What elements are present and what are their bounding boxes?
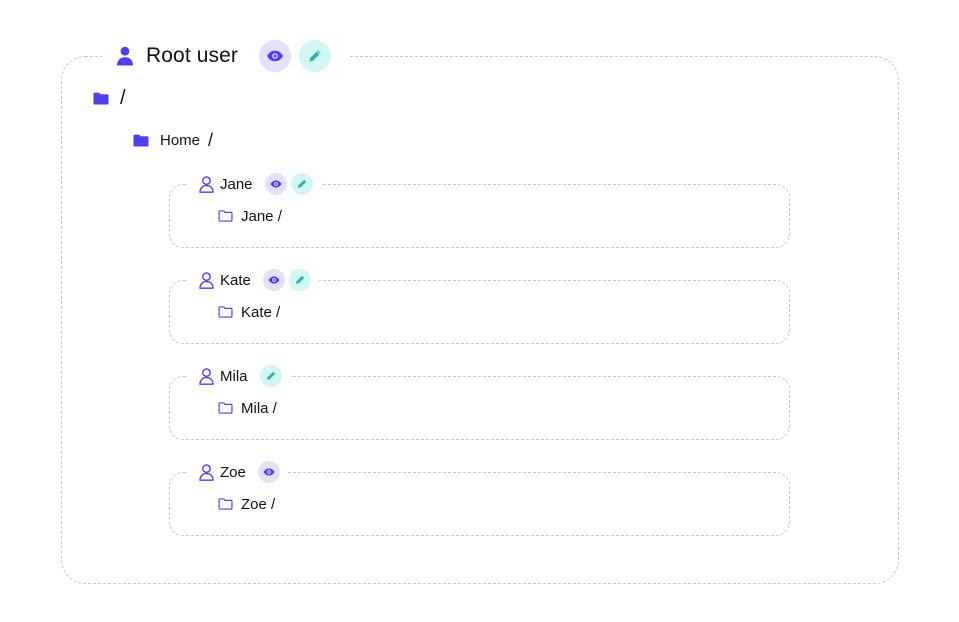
user-header: Mila bbox=[187, 364, 290, 388]
user-name: Jane bbox=[220, 175, 253, 193]
folder-solid-icon bbox=[133, 134, 149, 147]
user-folder-row[interactable]: Mila / bbox=[218, 398, 277, 418]
eye-icon bbox=[263, 468, 275, 476]
user-folder-label: Mila / bbox=[241, 399, 277, 417]
home-folder-row[interactable]: Home / bbox=[133, 128, 213, 152]
edit-permission-badge[interactable] bbox=[290, 173, 313, 195]
view-permission-badge[interactable] bbox=[257, 461, 280, 483]
user-header: Jane bbox=[187, 172, 321, 196]
user-outline-icon bbox=[199, 367, 214, 385]
user-outline-icon bbox=[199, 271, 214, 289]
pencil-icon bbox=[297, 179, 307, 189]
user-header: Zoe bbox=[187, 460, 288, 484]
folder-outline-icon bbox=[218, 498, 233, 510]
pencil-icon bbox=[308, 49, 322, 63]
view-permission-badge[interactable] bbox=[258, 40, 291, 72]
home-path-separator: / bbox=[208, 129, 214, 150]
view-permission-badge[interactable] bbox=[262, 269, 285, 291]
user-group-kate bbox=[169, 280, 790, 344]
root-user-group bbox=[61, 56, 899, 584]
user-folder-row[interactable]: Jane / bbox=[218, 206, 282, 226]
home-folder-label: Home bbox=[160, 131, 201, 149]
user-name: Mila bbox=[220, 367, 248, 385]
user-name: Zoe bbox=[220, 463, 246, 481]
root-user-header: Root user bbox=[102, 38, 349, 74]
edit-permission-badge[interactable] bbox=[288, 269, 311, 291]
user-folder-row[interactable]: Kate / bbox=[218, 302, 280, 322]
user-group-zoe bbox=[169, 472, 790, 536]
user-name: Kate bbox=[220, 271, 251, 289]
user-solid-icon bbox=[116, 46, 134, 66]
root-path: / bbox=[120, 86, 126, 109]
user-header: Kate bbox=[187, 268, 319, 292]
folder-outline-icon bbox=[218, 306, 233, 318]
root-folder-row[interactable]: / bbox=[93, 86, 126, 110]
user-folder-row[interactable]: Zoe / bbox=[218, 494, 275, 514]
edit-permission-badge[interactable] bbox=[259, 365, 282, 387]
user-outline-icon bbox=[199, 175, 214, 193]
user-folder-label: Zoe / bbox=[241, 495, 276, 513]
folder-outline-icon bbox=[218, 402, 233, 414]
eye-icon bbox=[270, 180, 282, 188]
view-permission-badge[interactable] bbox=[264, 173, 287, 195]
folder-solid-icon bbox=[93, 92, 109, 105]
user-group-jane bbox=[169, 184, 790, 248]
pencil-icon bbox=[266, 371, 276, 381]
pencil-icon bbox=[295, 275, 305, 285]
user-folder-label: Jane / bbox=[241, 207, 282, 225]
root-user-title: Root user bbox=[146, 44, 238, 67]
folder-outline-icon bbox=[218, 210, 233, 222]
user-folder-label: Kate / bbox=[241, 303, 281, 321]
eye-icon bbox=[266, 50, 284, 62]
user-outline-icon bbox=[199, 463, 214, 481]
eye-icon bbox=[268, 276, 280, 284]
user-group-mila bbox=[169, 376, 790, 440]
edit-permission-badge[interactable] bbox=[298, 40, 331, 72]
